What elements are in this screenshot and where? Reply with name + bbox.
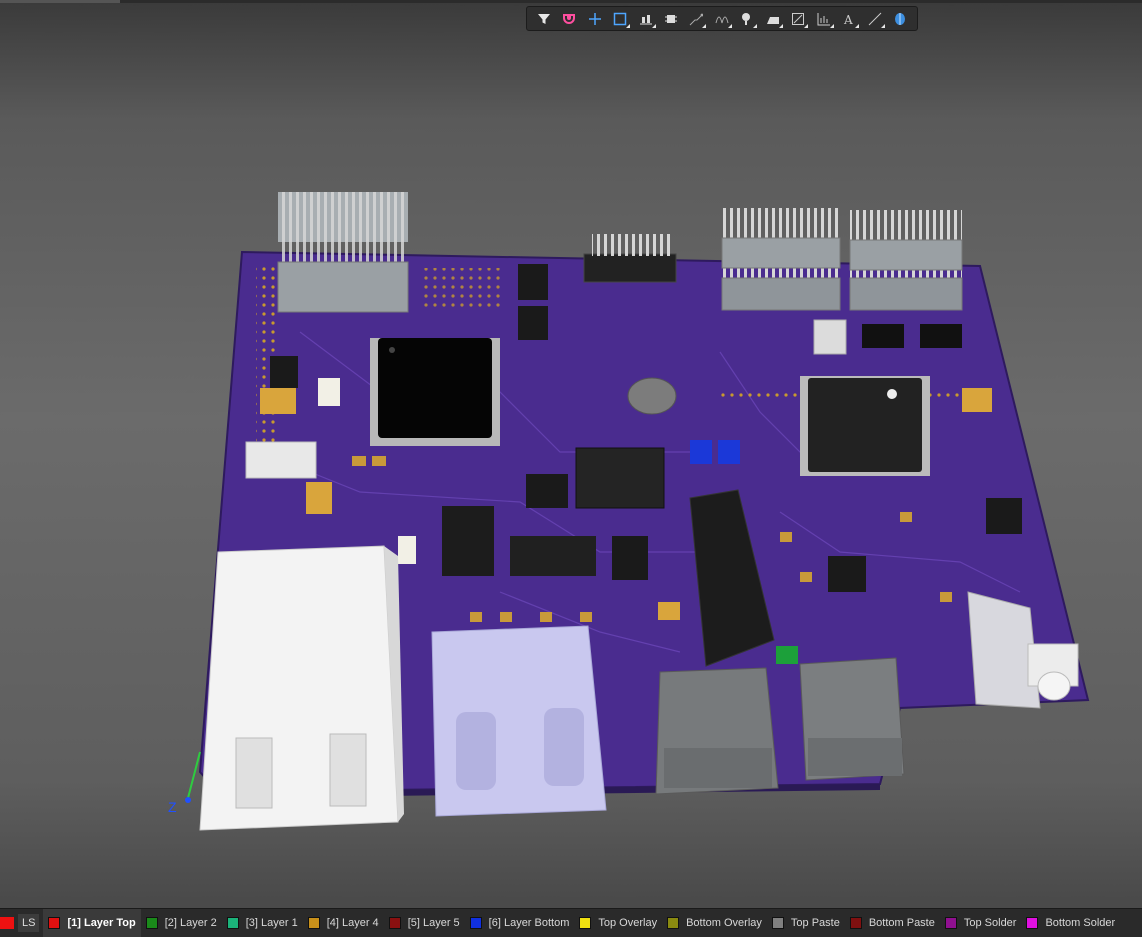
- layer-tab-label: [2] Layer 2: [164, 917, 217, 929]
- small-ic: [828, 556, 866, 592]
- soic-ic: [575, 447, 665, 509]
- layer-color-swatch: [388, 917, 401, 929]
- layer-color-swatch: [469, 917, 482, 929]
- small-ic: [270, 356, 298, 388]
- layer-color-swatch: [667, 917, 680, 929]
- 3d-body-icon[interactable]: [890, 9, 910, 29]
- select-rect-icon[interactable]: [610, 9, 631, 29]
- window-top-strip: [0, 0, 1142, 3]
- qfp-ic-left: [370, 338, 500, 446]
- small-white-header: [813, 319, 847, 355]
- layer-set-button[interactable]: LS: [0, 909, 43, 937]
- layer-tab[interactable]: [1] Layer Top: [43, 909, 141, 937]
- layer-tab-label: Bottom Solder: [1045, 917, 1116, 929]
- layer-color-swatch: [1026, 917, 1039, 929]
- layer-tab[interactable]: [3] Layer 1: [222, 909, 303, 937]
- layer-tab-bar: LS [1] Layer Top [2] Layer 2 [3] Layer 1 [4…: [0, 908, 1142, 937]
- 3d-board-view[interactable]: Z: [0, 32, 1142, 908]
- rj45-jack-white: [199, 545, 404, 831]
- pin-header-right-2: [849, 210, 963, 311]
- axis-gizmo: Z: [168, 751, 201, 815]
- layer-set-label: LS: [18, 914, 40, 932]
- layer-tab[interactable]: [4] Layer 4: [303, 909, 384, 937]
- small-ic: [862, 324, 904, 348]
- jst-connector: [245, 441, 317, 479]
- via-field: [420, 268, 500, 308]
- component-icon[interactable]: [661, 9, 681, 29]
- layer-tab-label: Top Solder: [963, 917, 1017, 929]
- layer-color-swatch: [579, 917, 592, 929]
- layer-color-swatch: [48, 917, 61, 929]
- layer-tab-label: [6] Layer Bottom: [488, 917, 570, 929]
- layer-color-swatch: [145, 917, 158, 929]
- green-led: [776, 646, 798, 664]
- layer-tab[interactable]: [6] Layer Bottom: [465, 909, 575, 937]
- layer-color-swatch: [849, 917, 862, 929]
- layer-tab-label: Top Paste: [790, 917, 840, 929]
- crosshair-icon[interactable]: [585, 9, 605, 29]
- rj45-jack-lavender: [431, 625, 607, 817]
- layer-tab-label: [1] Layer Top: [67, 917, 136, 929]
- passive-components: [260, 378, 992, 622]
- terminal-block: [655, 667, 779, 795]
- layer-tab[interactable]: Top Paste: [767, 909, 845, 937]
- soic-ic: [442, 506, 494, 576]
- qfp-ic-right: [800, 376, 930, 476]
- chart-icon[interactable]: [814, 9, 834, 29]
- via-icon[interactable]: [737, 9, 758, 29]
- region-icon[interactable]: [788, 9, 809, 29]
- small-ic: [986, 498, 1022, 534]
- layer-tab[interactable]: Bottom Paste: [845, 909, 940, 937]
- layer-tab-label: [3] Layer 1: [245, 917, 298, 929]
- line-icon[interactable]: [865, 9, 885, 29]
- small-ic: [612, 536, 648, 580]
- layer-tab[interactable]: Top Solder: [940, 909, 1022, 937]
- pin-header-left: [277, 192, 409, 313]
- layer-tab-label: Top Overlay: [598, 917, 658, 929]
- layer-tabs: [1] Layer Top [2] Layer 2 [3] Layer 1 [4] L…: [43, 909, 1120, 937]
- electrolytic-can: [627, 377, 677, 415]
- layer-tab-label: Bottom Paste: [868, 917, 935, 929]
- soic-ic: [510, 536, 596, 576]
- diff-pair-icon[interactable]: [712, 9, 732, 29]
- terminal-block: [799, 657, 905, 781]
- layer-tab-label: [4] Layer 4: [326, 917, 379, 929]
- layer-color-swatch: [307, 917, 320, 929]
- layer-tab-label: [5] Layer 5: [407, 917, 460, 929]
- audio-jack: [967, 591, 1079, 709]
- small-ic: [518, 264, 548, 300]
- layer-tab-label: Bottom Overlay: [686, 917, 762, 929]
- tab-indicator: [0, 0, 120, 3]
- filter-icon[interactable]: [534, 9, 554, 29]
- small-ic: [518, 306, 548, 340]
- align-icon[interactable]: [636, 9, 656, 29]
- route-icon[interactable]: [686, 9, 707, 29]
- svg-text:A: A: [843, 13, 853, 26]
- layer-tab[interactable]: Bottom Solder: [1021, 909, 1120, 937]
- floating-toolbar: A: [526, 6, 918, 31]
- layer-set-swatch: [0, 917, 14, 929]
- layer-tab[interactable]: [2] Layer 2: [141, 909, 222, 937]
- pin-header-center: [583, 234, 677, 283]
- blue-component: [690, 440, 712, 464]
- blue-component: [718, 440, 740, 464]
- layer-color-swatch: [944, 917, 957, 929]
- small-ic: [920, 324, 962, 348]
- text-icon[interactable]: A: [839, 9, 860, 29]
- layer-color-swatch: [771, 917, 784, 929]
- layer-tab[interactable]: Top Overlay: [574, 909, 662, 937]
- pin-header-right-1: [721, 208, 841, 311]
- layer-tab[interactable]: Bottom Overlay: [662, 909, 767, 937]
- fill-icon[interactable]: [763, 9, 783, 29]
- small-ic: [526, 474, 568, 508]
- layer-tab[interactable]: [5] Layer 5: [384, 909, 465, 937]
- magnet-icon[interactable]: [559, 9, 579, 29]
- layer-color-swatch: [226, 917, 239, 929]
- axis-z-label: Z: [168, 799, 177, 815]
- tall-black-module: [689, 489, 775, 667]
